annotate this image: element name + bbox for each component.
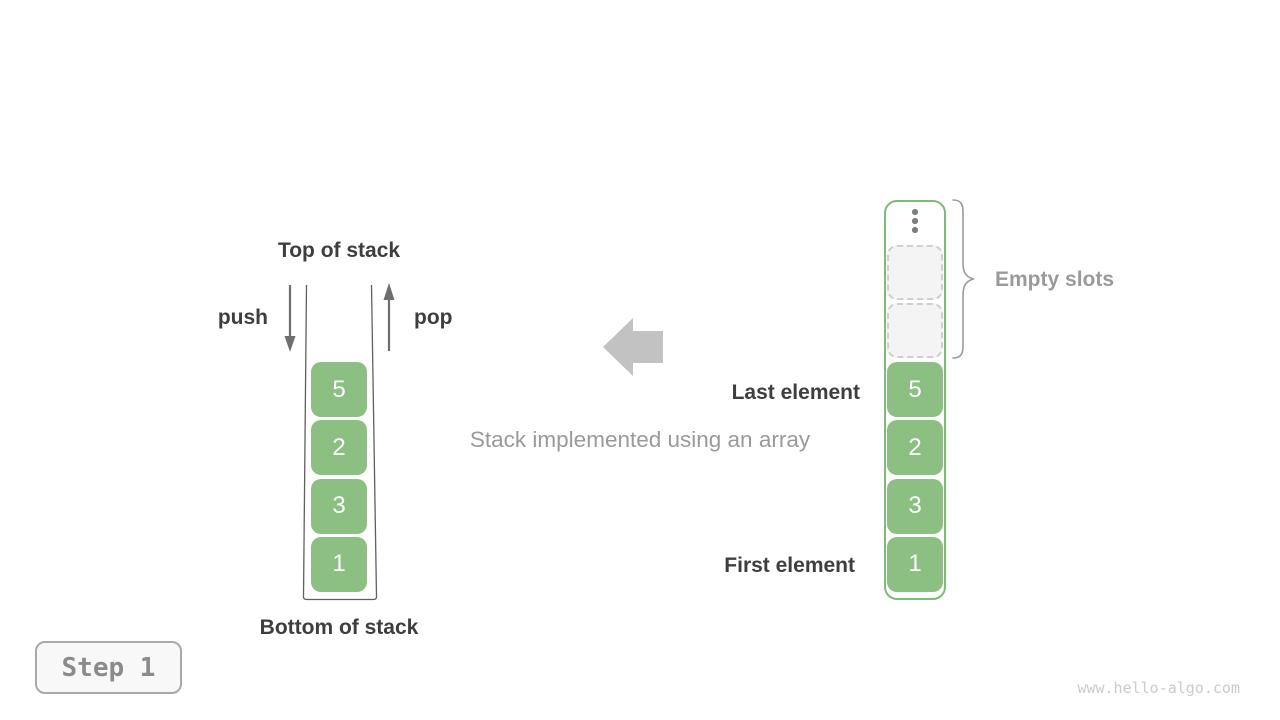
empty-slot-cell <box>887 245 943 300</box>
stack-cell: 5 <box>311 362 367 417</box>
array-cell: 3 <box>887 478 943 534</box>
watermark: www.hello-algo.com <box>1077 679 1240 697</box>
step-badge: Step 1 <box>35 641 182 694</box>
ellipsis-dot <box>912 218 918 224</box>
stack-cell: 2 <box>311 420 367 476</box>
empty-slots-label: Empty slots <box>995 268 1115 291</box>
stack-cell: 3 <box>311 478 367 534</box>
vertical-ellipsis-icon <box>884 209 946 233</box>
bottom-of-stack-label: Bottom of stack <box>259 616 419 639</box>
push-down-arrow-icon <box>284 285 296 352</box>
last-element-label: Last element <box>731 381 860 404</box>
array-cell: 5 <box>887 362 943 417</box>
pop-up-arrow-icon <box>383 283 395 351</box>
stack-container-outline <box>302 284 378 601</box>
left-block-arrow-icon <box>603 318 663 376</box>
array-cell: 2 <box>887 420 943 476</box>
empty-slot-cell <box>887 303 943 359</box>
first-element-label: First element <box>724 554 855 577</box>
diagram-caption: Stack implemented using an array <box>469 427 811 452</box>
ellipsis-dot <box>912 227 918 233</box>
push-label: push <box>217 306 268 329</box>
ellipsis-dot <box>912 209 918 215</box>
array-cell: 1 <box>887 536 943 592</box>
pop-label: pop <box>414 306 453 329</box>
stack-cell: 1 <box>311 536 367 592</box>
empty-slot-cells <box>887 245 943 359</box>
empty-slots-brace-icon <box>952 199 976 359</box>
top-of-stack-label: Top of stack <box>277 239 401 262</box>
